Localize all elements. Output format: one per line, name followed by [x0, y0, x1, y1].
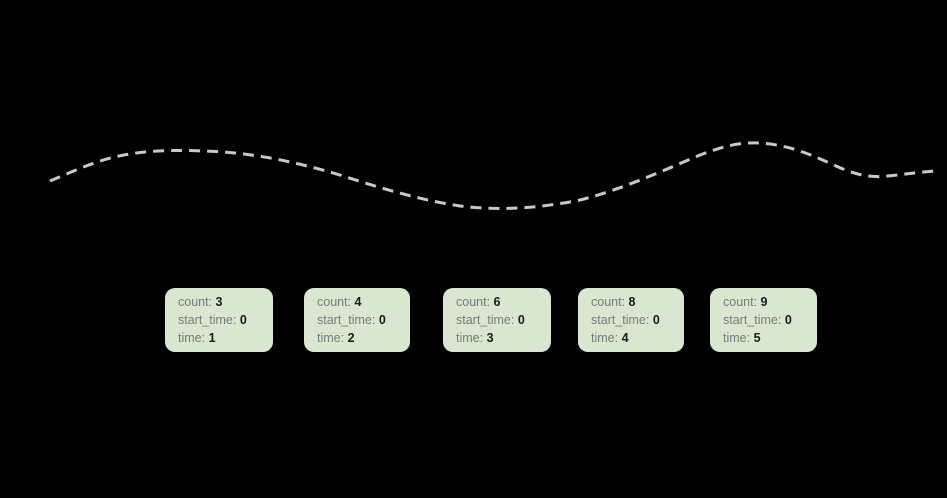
node-field-count-value: 3	[215, 295, 223, 309]
node-field-count-value: 4	[354, 295, 362, 309]
node-field-count-value: 9	[760, 295, 768, 309]
node-field-time-value: 2	[347, 331, 355, 345]
node-field-start-time-label: start_time:	[591, 313, 650, 327]
node-box[interactable]: count: 3 start_time: 0 time: 1	[165, 288, 273, 352]
node-field-time: time: 3	[456, 330, 539, 346]
node-field-count: count: 8	[591, 294, 672, 310]
node-field-start-time-value: 0	[378, 313, 386, 327]
node-field-time: time: 5	[723, 330, 805, 346]
node-box[interactable]: count: 6 start_time: 0 time: 3	[443, 288, 551, 352]
node-field-count: count: 6	[456, 294, 539, 310]
node-field-count-value: 6	[493, 295, 501, 309]
node-field-count: count: 4	[317, 294, 398, 310]
node-field-start-time-label: start_time:	[456, 313, 515, 327]
node-field-count-value: 8	[628, 295, 636, 309]
node-field-time: time: 2	[317, 330, 398, 346]
node-field-start-time-label: start_time:	[178, 313, 237, 327]
node-box[interactable]: count: 8 start_time: 0 time: 4	[578, 288, 684, 352]
node-field-start-time-value: 0	[784, 313, 792, 327]
node-field-start-time-label: start_time:	[317, 313, 376, 327]
node-field-time: time: 1	[178, 330, 261, 346]
node-field-time-value: 5	[753, 331, 761, 345]
node-field-start-time-label: start_time:	[723, 313, 782, 327]
node-field-start-time-value: 0	[517, 313, 525, 327]
node-field-count-label: count:	[178, 295, 213, 309]
node-field-start-time: start_time: 0	[456, 312, 539, 328]
node-field-count: count: 9	[723, 294, 805, 310]
node-field-count-label: count:	[456, 295, 491, 309]
node-field-time-label: time:	[723, 331, 751, 345]
node-field-count-label: count:	[317, 295, 352, 309]
node-field-time-value: 3	[486, 331, 494, 345]
node-field-time-label: time:	[178, 331, 206, 345]
node-field-start-time: start_time: 0	[723, 312, 805, 328]
node-field-time-value: 1	[208, 331, 216, 345]
node-field-time-label: time:	[456, 331, 484, 345]
node-field-time: time: 4	[591, 330, 672, 346]
node-box[interactable]: count: 4 start_time: 0 time: 2	[304, 288, 410, 352]
node-field-count-label: count:	[723, 295, 758, 309]
node-field-time-label: time:	[591, 331, 619, 345]
node-field-start-time-value: 0	[652, 313, 660, 327]
node-field-start-time: start_time: 0	[317, 312, 398, 328]
node-field-start-time-value: 0	[239, 313, 247, 327]
node-field-time-value: 4	[621, 331, 629, 345]
node-field-count-label: count:	[591, 295, 626, 309]
node-field-time-label: time:	[317, 331, 345, 345]
node-field-start-time: start_time: 0	[591, 312, 672, 328]
node-field-start-time: start_time: 0	[178, 312, 261, 328]
node-box[interactable]: count: 9 start_time: 0 time: 5	[710, 288, 817, 352]
node-field-count: count: 3	[178, 294, 261, 310]
